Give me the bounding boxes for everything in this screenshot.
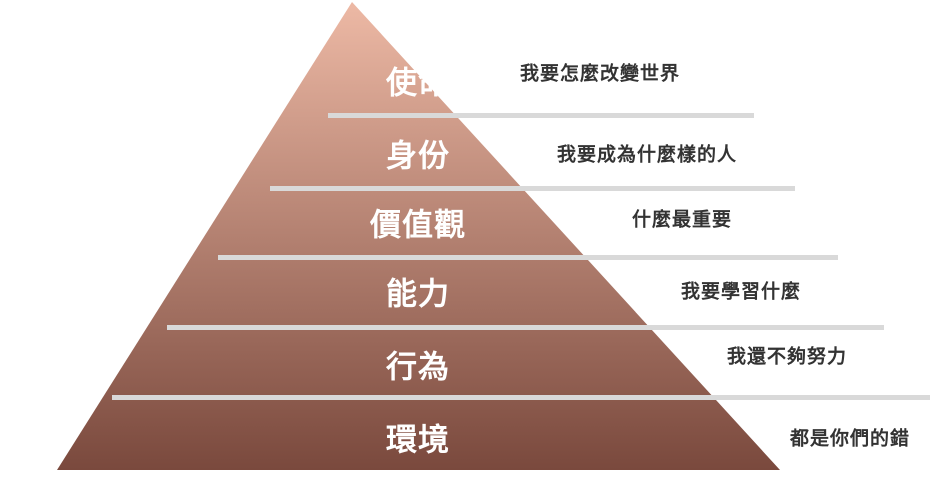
- level-description-behavior: 我還不夠努力: [727, 345, 848, 368]
- level-description-environment: 都是你們的錯: [790, 427, 911, 450]
- level-description-mission: 我要怎麼改變世界: [520, 62, 681, 85]
- level-label-mission: 使命: [386, 65, 450, 102]
- divider-line: [270, 186, 795, 191]
- level-description-values: 什麼最重要: [632, 208, 733, 231]
- divider-line: [112, 395, 930, 400]
- level-description-capability: 我要學習什麼: [681, 280, 802, 303]
- level-description-identity: 我要成為什麼樣的人: [557, 143, 738, 166]
- divider-line: [167, 325, 884, 330]
- divider-line: [328, 113, 754, 118]
- level-label-capability: 能力: [386, 276, 450, 313]
- level-label-values: 價值觀: [370, 207, 466, 244]
- level-label-behavior: 行為: [386, 349, 450, 386]
- level-label-identity: 身份: [386, 138, 450, 175]
- pyramid-shape: [57, 2, 780, 470]
- level-label-environment: 環境: [386, 422, 450, 459]
- divider-line: [218, 255, 838, 260]
